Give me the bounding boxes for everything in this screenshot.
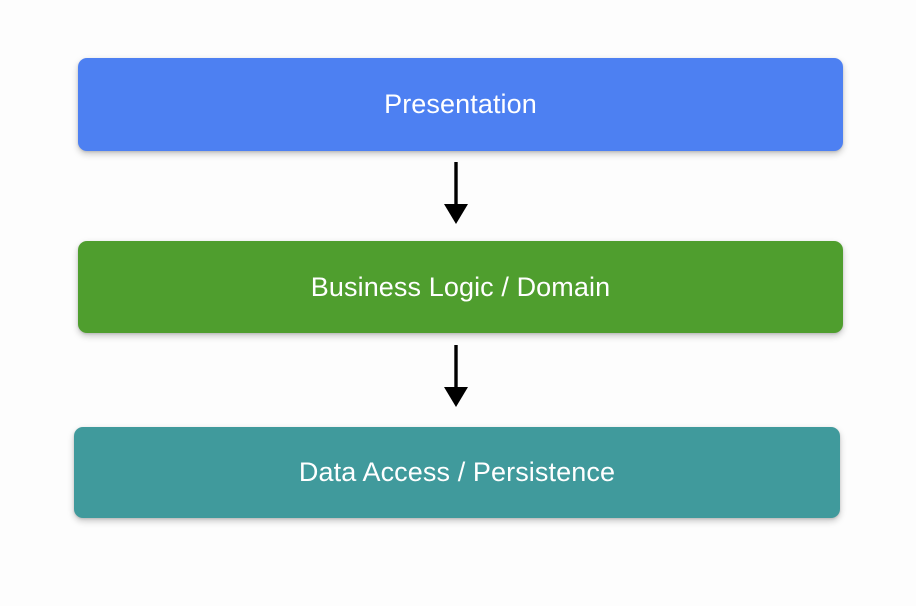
layer-label-business-logic: Business Logic / Domain — [310, 271, 611, 302]
layer-label-data-access: Data Access / Persistence — [298, 457, 616, 487]
layer-box-business-logic[interactable]: Business Logic / Domain — [78, 241, 843, 333]
connector-arrow-business-to-data — [444, 345, 468, 407]
layer-box-presentation[interactable]: Presentation — [78, 58, 843, 151]
connector-arrow-presentation-to-business — [444, 162, 468, 224]
layer-box-data-access[interactable]: Data Access / Persistence — [74, 427, 840, 518]
layer-label-presentation: Presentation — [384, 89, 537, 119]
